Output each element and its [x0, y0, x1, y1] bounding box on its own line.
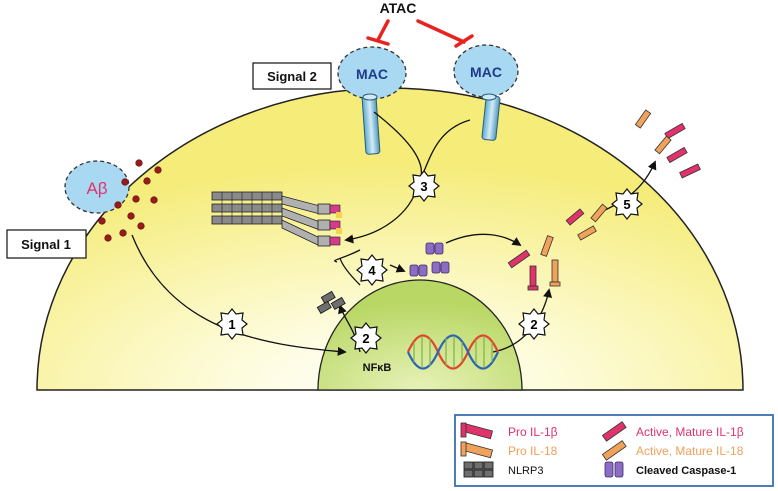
legend-active-il1b: Active, Mature IL-1β: [636, 425, 744, 439]
step-1: 1: [216, 308, 248, 340]
legend-pro-il1b-icon: [460, 422, 494, 440]
legend-nlrp3: NLRP3: [508, 465, 543, 477]
legend-active-il1b-icon: [601, 421, 627, 442]
legend-pro-il1b: Pro IL-1β: [508, 425, 558, 439]
signal2-label: Signal 2: [267, 69, 317, 84]
atac-label: ATAC: [380, 0, 417, 16]
mac-complex-right: MAC: [453, 44, 519, 141]
legend-nlrp3-icon: [463, 461, 494, 478]
mac-label-left: MAC: [356, 66, 388, 82]
svg-text:3: 3: [420, 179, 427, 194]
abeta-particles: [98, 159, 162, 242]
abeta-cluster: Aβ: [64, 160, 130, 214]
legend-pro-il18-icon: [460, 441, 494, 459]
mac-label-right: MAC: [470, 64, 502, 80]
step-5: 5: [611, 188, 643, 220]
signal1-label: Signal 1: [21, 237, 71, 252]
released-cytokines: [634, 109, 701, 179]
step-2-left: 2: [350, 322, 382, 354]
svg-text:2: 2: [362, 331, 369, 346]
step-2-right: 2: [518, 308, 550, 340]
legend-active-il18: Active, Mature IL-18: [636, 444, 744, 458]
svg-text:2: 2: [530, 317, 537, 332]
nfkb-label: NFκB: [363, 362, 392, 374]
svg-text:5: 5: [623, 197, 630, 212]
dna-helix: [406, 334, 500, 370]
step-markers: 1 2 2 3 4 5: [216, 170, 643, 354]
pro-cytokines: [507, 235, 561, 291]
legend-caspase-icon: [604, 461, 624, 478]
legend: Pro IL-1β Pro IL-18 NLRP3 Active, Mature…: [454, 414, 774, 487]
step-4: 4: [356, 254, 388, 286]
svg-text:4: 4: [368, 263, 376, 278]
step-3: 3: [408, 170, 440, 202]
nlrp3-units: [316, 290, 346, 315]
active-cytokines-inner: [565, 203, 608, 241]
pathway-arrows: [131, 111, 657, 356]
signal1-box: [6, 229, 87, 259]
mac-complex-left: MAC: [337, 46, 407, 155]
svg-text:1: 1: [228, 317, 235, 332]
signal2-box: [252, 62, 332, 90]
legend-cleaved-caspase: Cleaved Caspase-1: [636, 465, 736, 477]
nlrp3-inflammasome: [211, 191, 342, 247]
cleaved-caspase-units: [409, 242, 450, 277]
legend-active-il18-icon: [601, 440, 627, 461]
abeta-label: Aβ: [86, 179, 107, 198]
inhibition-marks: [366, 19, 474, 48]
legend-pro-il18: Pro IL-18: [508, 444, 558, 458]
